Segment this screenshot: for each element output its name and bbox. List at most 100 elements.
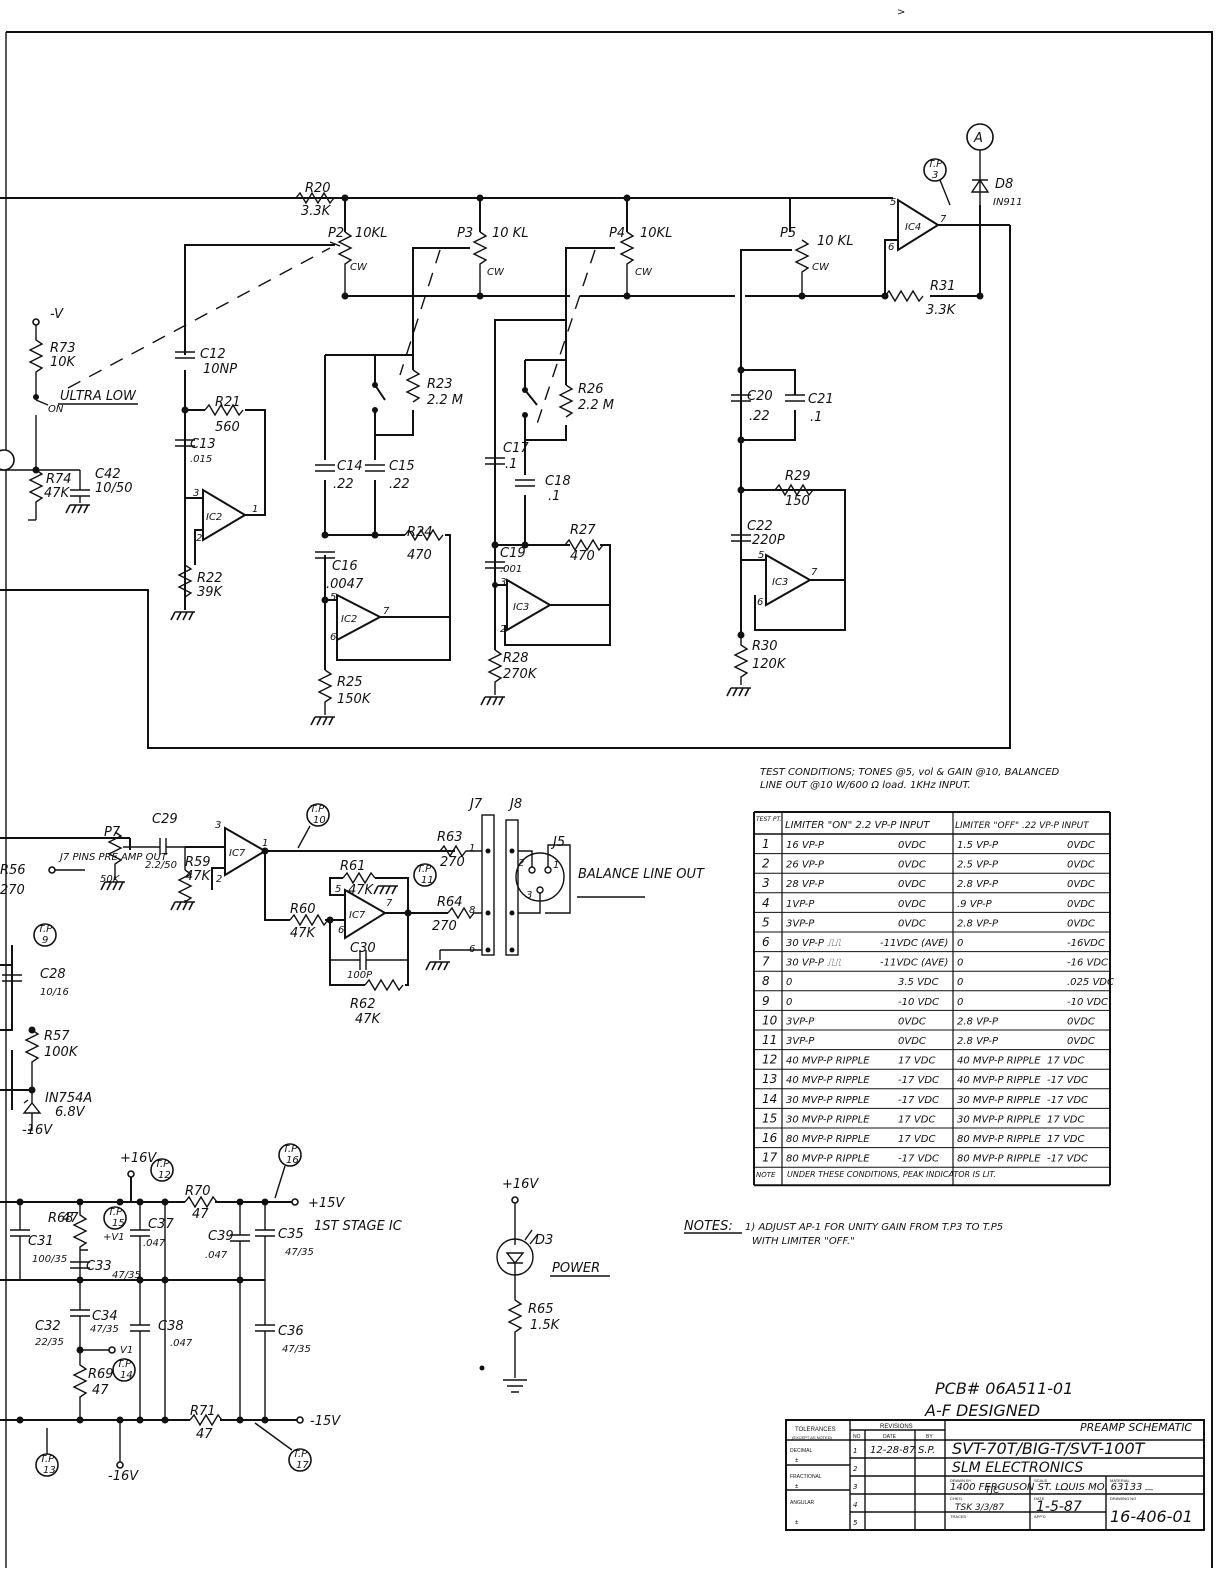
r65-ref: R65: [528, 1302, 554, 1317]
c32-ref: C32: [35, 1319, 61, 1334]
rev-no: 1: [853, 1447, 857, 1455]
table-row-off-ac: 30 MVP-P RIPPLE: [957, 1114, 1041, 1125]
svg-text:T.P: T.P: [283, 1144, 298, 1155]
p3-cw: CW: [487, 267, 505, 278]
svg-text:17: 17: [296, 1460, 309, 1471]
svg-text:3: 3: [526, 890, 532, 901]
c28-ref: C28: [40, 967, 66, 982]
c38-value: .047: [170, 1338, 193, 1349]
table-row-off-ac: 0: [957, 977, 963, 988]
svg-text:5: 5: [330, 592, 336, 603]
c32-value: 22/35: [35, 1337, 64, 1348]
svg-text:T.P: T.P: [40, 1454, 55, 1465]
p7-ref: P7: [104, 825, 121, 840]
table-row-on-dc: -11VDC (AVE): [880, 938, 948, 949]
svg-text:3: 3: [932, 170, 938, 181]
svg-text:9: 9: [42, 935, 48, 946]
r68-value: 47: [62, 1211, 79, 1226]
table-row-off-ac: 0: [957, 997, 963, 1008]
svg-text:±: ±: [795, 1520, 799, 1526]
c39-ref: C39: [208, 1229, 234, 1244]
svg-text:T.P: T.P: [108, 1207, 123, 1218]
svg-text:2: 2: [500, 624, 506, 635]
r59-ref: R59: [185, 855, 211, 870]
c42-ref: C42: [95, 467, 121, 482]
c12-ref: C12: [200, 347, 226, 362]
c35-ref: C35: [278, 1227, 304, 1242]
svg-text:6: 6: [469, 944, 475, 955]
svg-text:1-5-87: 1-5-87: [1036, 1499, 1082, 1515]
svg-text:T.P: T.P: [38, 924, 53, 935]
table-row-off-ac: 80 MVP-P RIPPLE: [957, 1154, 1041, 1165]
r21-ref: R21: [215, 395, 241, 410]
r69-ref: R69: [88, 1367, 114, 1382]
test-section: TEST CONDITIONS; TONES @5, vol & GAIN @1…: [684, 767, 1114, 1247]
svg-text:16: 16: [286, 1155, 299, 1166]
r27-value: 470: [570, 549, 595, 564]
table-row-pt: 17: [762, 1151, 778, 1165]
c22-value: 220P: [752, 533, 785, 548]
c20-ref: C20: [747, 389, 773, 404]
c34-value: 47/35: [90, 1324, 119, 1335]
svg-text:T.P: T.P: [155, 1159, 170, 1170]
company-name: SLM ELECTRONICS: [952, 1460, 1083, 1476]
r74-ref: R74: [46, 472, 72, 487]
r70-value: 47: [192, 1207, 209, 1222]
svg-text:7: 7: [386, 898, 393, 909]
ic3-label: IC3: [513, 602, 529, 613]
ic7-label: IC7: [229, 848, 246, 859]
table-row-on-ac: 80 MVP-P RIPPLE: [786, 1154, 870, 1165]
svg-text:T.P: T.P: [310, 804, 325, 815]
c36-value: 47/35: [282, 1344, 311, 1355]
minus16v-label: -16V: [108, 1469, 139, 1484]
r20-value: 3.3K: [301, 204, 332, 219]
svg-text:T.P: T.P: [293, 1449, 308, 1460]
svg-text:TOLERANCES: TOLERANCES: [795, 1427, 836, 1433]
svg-text:2: 2: [216, 874, 222, 885]
p4-value: 10KL: [640, 226, 672, 241]
svg-text:15: 15: [112, 1218, 125, 1229]
table-row-on-ac: 40 MVP-P RIPPLE: [786, 1075, 870, 1086]
r57-ref: R57: [44, 1029, 70, 1044]
c19-ref: C19: [500, 546, 526, 561]
c31-value: 100/35: [32, 1254, 67, 1265]
c15-ref: C15: [389, 459, 415, 474]
table-row-on-dc: 0VDC: [898, 918, 926, 929]
table-row-off-ac: 2.8 VP-P: [957, 1016, 999, 1027]
r29-value: 150: [785, 494, 810, 509]
power-label: POWER: [552, 1261, 600, 1276]
table-row-off-dc: -17 VDC: [1047, 1095, 1088, 1106]
table-header-off: LIMITER "OFF" .22 VP-P INPUT: [955, 821, 1090, 831]
v1-label: V1: [120, 1345, 133, 1356]
table-row-on-dc: 17 VDC: [898, 1114, 935, 1125]
svg-text:6: 6: [888, 242, 894, 253]
c17-ref: C17: [503, 441, 529, 456]
table-row-on-dc: 0VDC: [898, 860, 926, 871]
r69-value: 47: [92, 1383, 109, 1398]
svg-text:—: —: [1060, 1485, 1068, 1494]
table-row-off-dc: 0VDC: [1067, 1016, 1095, 1027]
svg-text:±: ±: [795, 1458, 799, 1464]
notes-line2: WITH LIMITER "OFF.": [752, 1236, 855, 1247]
output-section: P7 50K C29 2.2/50 R59 47K J7 PINS PRE AM…: [0, 797, 705, 1138]
table-row-on-ac: 3VP-P: [786, 1036, 815, 1047]
ic4-label: IC4: [905, 222, 921, 233]
table-row-on-dc: -17 VDC: [898, 1075, 939, 1086]
table-header-testpt: TEST PT.: [756, 816, 781, 823]
table-row-pt: 9: [762, 994, 770, 1008]
table-row-pt: 12: [762, 1053, 777, 1067]
c18-value: .1: [548, 489, 560, 504]
p5-ref: P5: [780, 226, 796, 241]
c17-value: .1: [505, 457, 517, 472]
svg-text:DATE: DATE: [1034, 1496, 1045, 1501]
plus16v-label: +16V: [120, 1151, 157, 1166]
table-row-on-ac: 80 MVP-P RIPPLE: [786, 1134, 870, 1145]
c38-ref: C38: [158, 1319, 184, 1334]
r64-value: 270: [432, 919, 457, 934]
table-row-pt: 3: [762, 876, 770, 890]
d3-label: D3: [535, 1233, 553, 1248]
table-row-off-dc: 0VDC: [1067, 1036, 1095, 1047]
r56-partial: R56: [0, 863, 26, 878]
c22-ref: C22: [747, 519, 773, 534]
svg-text:T.P: T.P: [117, 1359, 132, 1370]
